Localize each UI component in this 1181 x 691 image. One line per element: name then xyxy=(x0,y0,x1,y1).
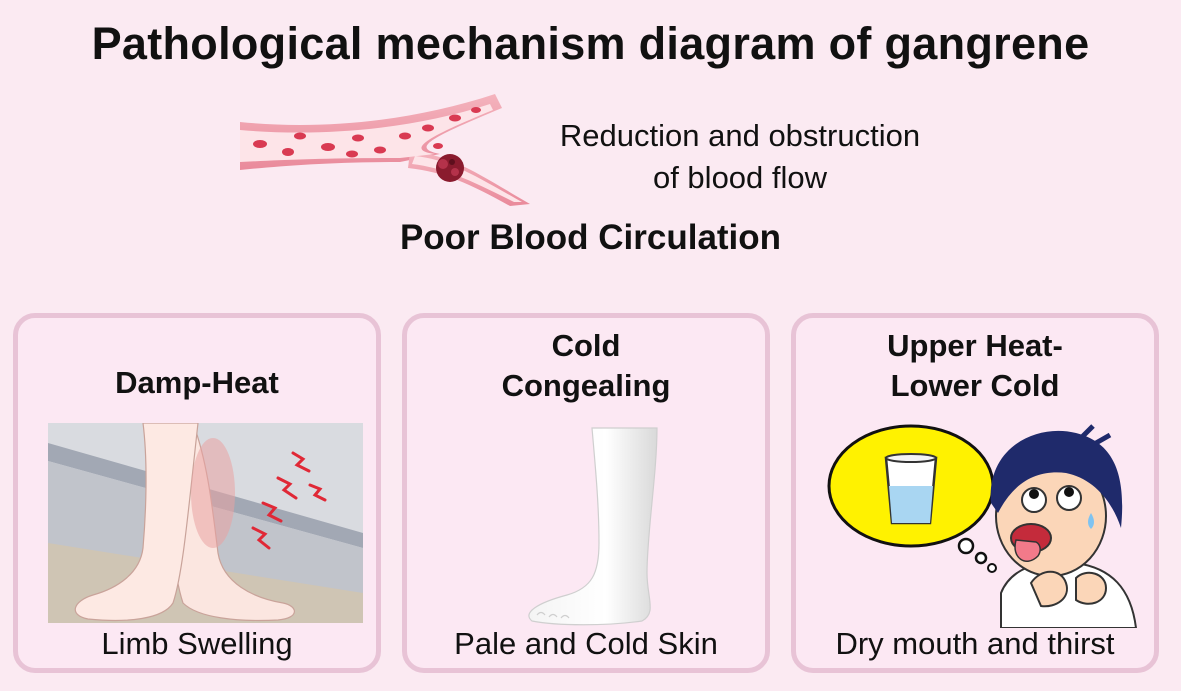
panel-title: Damp-Heat xyxy=(115,365,279,400)
swollen-feet-illustration xyxy=(48,423,363,623)
boy-figure xyxy=(990,424,1138,628)
vessel-caption-line-2: of blood flow xyxy=(652,160,828,195)
blood-cells xyxy=(253,107,481,158)
panel-cold-congealing: Cold Congealing Pale and Cold Skin xyxy=(402,313,770,673)
diagram-title: Pathological mechanism diagram of gangre… xyxy=(91,18,1090,69)
panel-damp-heat: Damp-Heat Limb Swelling xyxy=(13,313,381,673)
blood-clot xyxy=(436,154,464,182)
blood-vessel-illustration xyxy=(240,94,530,206)
panel-upper-heat-lower-cold: Upper Heat- Lower Cold xyxy=(791,313,1159,673)
water-glass-icon xyxy=(884,453,938,525)
panel-title: Cold Congealing xyxy=(501,328,671,403)
diagram-subtitle: Poor Blood Circulation xyxy=(399,218,782,257)
panel-caption: Pale and Cold Skin xyxy=(454,626,718,661)
thirsty-boy-illustration xyxy=(827,424,1138,628)
vessel-caption: Reduction and obstruction of blood flow xyxy=(505,115,975,199)
swelling-marks xyxy=(251,451,327,550)
pale-leg-illustration xyxy=(528,427,658,626)
panel-caption: Limb Swelling xyxy=(101,626,293,661)
panel-caption: Dry mouth and thirst xyxy=(835,626,1115,661)
panel-title: Upper Heat- Lower Cold xyxy=(887,328,1063,403)
vessel-caption-line-1: Reduction and obstruction xyxy=(559,118,921,153)
